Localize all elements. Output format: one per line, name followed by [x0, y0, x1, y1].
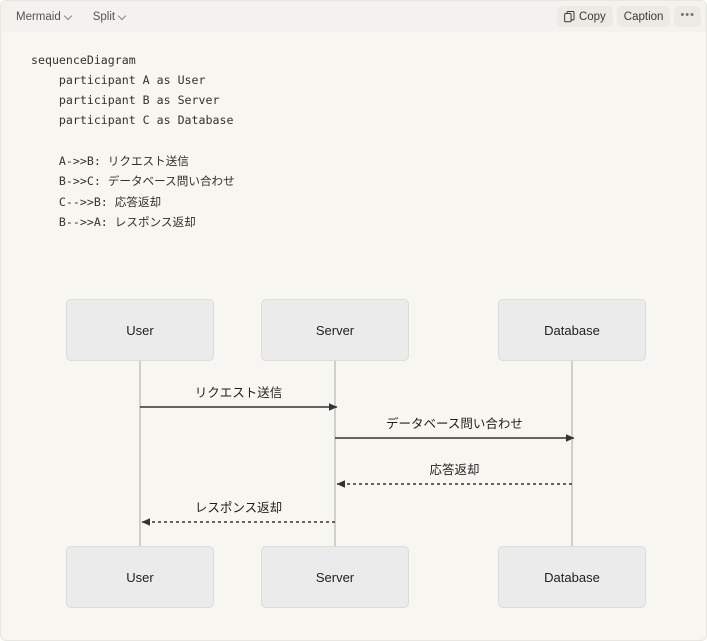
- message-label-3: 応答返却: [429, 463, 480, 477]
- more-options-button[interactable]: •••: [674, 6, 701, 27]
- copy-button[interactable]: Copy: [556, 6, 613, 27]
- participant-label: Server: [315, 569, 355, 585]
- participant-label: Database: [544, 569, 600, 585]
- copy-icon: [564, 10, 575, 22]
- caption-button[interactable]: Caption: [616, 6, 671, 27]
- participant-box-server-top[interactable]: Server: [261, 299, 409, 361]
- participant-box-server-bottom[interactable]: Server: [261, 546, 409, 608]
- participant-label: User: [126, 569, 154, 585]
- mermaid-source-code: sequenceDiagram participant A as User pa…: [31, 52, 235, 229]
- toolbar: Mermaid Split Copy Caption •••: [1, 1, 706, 32]
- view-mode-selector[interactable]: Split: [90, 9, 130, 25]
- participant-label: Database: [544, 322, 600, 338]
- message-label-4: レスポンス返却: [194, 501, 283, 515]
- view-mode-label: Split: [92, 10, 116, 23]
- ellipsis-icon: •••: [680, 9, 695, 21]
- participant-label: Server: [315, 322, 355, 338]
- message-label-1: リクエスト送信: [194, 386, 283, 400]
- language-selector-label: Mermaid: [16, 10, 61, 23]
- caption-button-label: Caption: [623, 10, 664, 23]
- participant-box-user-bottom[interactable]: User: [66, 546, 214, 608]
- language-selector[interactable]: Mermaid: [13, 9, 76, 25]
- toolbar-left-group: Mermaid Split: [13, 9, 130, 25]
- message-label-2: データベース問い合わせ: [386, 417, 523, 431]
- toolbar-right-group: Copy Caption •••: [556, 6, 701, 27]
- participant-box-user-top[interactable]: User: [66, 299, 214, 361]
- copy-button-label: Copy: [578, 10, 606, 23]
- participant-box-database-top[interactable]: Database: [498, 299, 646, 361]
- participant-label: User: [126, 322, 154, 338]
- participant-box-database-bottom[interactable]: Database: [498, 546, 646, 608]
